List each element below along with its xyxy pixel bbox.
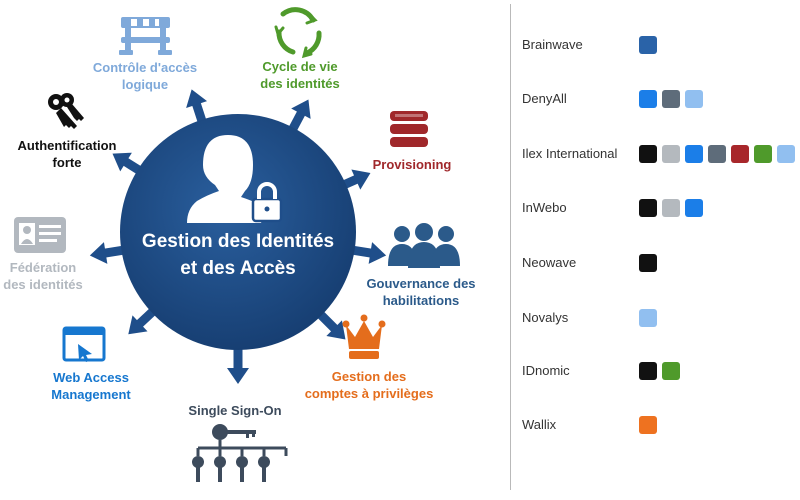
id-card-icon bbox=[14, 217, 66, 253]
browser-cursor-icon bbox=[62, 326, 106, 362]
legend-row: Novalys bbox=[522, 309, 800, 329]
label-sso-line1: Single Sign-On bbox=[188, 403, 282, 418]
label-sso: Single Sign-On bbox=[170, 402, 300, 419]
keys-icon bbox=[48, 93, 84, 129]
color-swatch bbox=[639, 36, 657, 54]
label-cycle-vie: Cycle de vie des identités bbox=[240, 58, 360, 92]
legend-swatches bbox=[639, 199, 703, 217]
crown-icon bbox=[342, 314, 386, 359]
label-privileges-line1: Gestion des bbox=[331, 369, 407, 384]
color-swatch bbox=[639, 362, 657, 380]
legend-row: Brainwave bbox=[522, 36, 800, 56]
color-swatch bbox=[639, 416, 657, 434]
label-wam-line2: Management bbox=[51, 387, 131, 402]
legend-swatches bbox=[639, 36, 657, 54]
color-swatch bbox=[708, 145, 726, 163]
label-wam-line1: Web Access bbox=[53, 370, 129, 385]
center-circle bbox=[120, 114, 356, 350]
color-swatch bbox=[639, 309, 657, 327]
legend-swatches bbox=[639, 309, 657, 327]
label-controle-acces: Contrôle d'accès logique bbox=[80, 59, 210, 93]
color-swatch bbox=[662, 145, 680, 163]
label-authentification-line2: forte bbox=[52, 155, 82, 170]
iam-diagram bbox=[14, 7, 460, 482]
legend-vendor-name: IDnomic bbox=[522, 363, 570, 378]
color-swatch bbox=[639, 145, 657, 163]
center-title: Gestion des Identités et des Accès bbox=[118, 228, 358, 282]
label-gouvernance-line1: Gouvernance des bbox=[366, 276, 476, 291]
legend-vendor-name: Wallix bbox=[522, 417, 557, 432]
color-swatch bbox=[685, 199, 703, 217]
legend-row: Ilex International bbox=[522, 145, 800, 165]
legend-vendor-name: Novalys bbox=[522, 310, 569, 325]
center-title-line2: et des Accès bbox=[180, 258, 296, 279]
legend-vendor-name: Ilex International bbox=[522, 146, 618, 161]
legend-row: DenyAll bbox=[522, 90, 800, 110]
color-swatch bbox=[639, 90, 657, 108]
keys-tree-icon bbox=[192, 424, 288, 482]
color-swatch bbox=[685, 90, 703, 108]
label-federation-line1: Fédération bbox=[9, 260, 77, 275]
label-authentification: Authentification forte bbox=[6, 137, 128, 171]
label-privileges: Gestion des comptes à privilèges bbox=[290, 368, 448, 402]
legend-row: Neowave bbox=[522, 254, 800, 274]
user-lock-icon bbox=[187, 135, 283, 223]
label-federation-line2: des identités bbox=[3, 277, 83, 292]
color-swatch bbox=[662, 362, 680, 380]
label-authentification-line1: Authentification bbox=[17, 138, 117, 153]
color-swatch bbox=[662, 90, 680, 108]
label-provisioning-line1: Provisioning bbox=[372, 157, 452, 172]
color-swatch bbox=[754, 145, 772, 163]
label-provisioning: Provisioning bbox=[362, 156, 462, 173]
legend-row: IDnomic bbox=[522, 362, 800, 382]
center-title-line1: Gestion des Identités bbox=[141, 231, 335, 252]
label-federation: Fédération des identités bbox=[0, 259, 86, 293]
barrier-icon bbox=[119, 17, 172, 55]
cycle-arrows-icon bbox=[274, 7, 322, 59]
vertical-divider bbox=[510, 4, 511, 490]
legend-swatches bbox=[639, 362, 680, 380]
color-swatch bbox=[731, 145, 749, 163]
label-controle-line2: logique bbox=[121, 77, 169, 92]
label-wam: Web Access Management bbox=[38, 369, 144, 403]
label-controle-line1: Contrôle d'accès bbox=[92, 60, 198, 75]
legend-row: Wallix bbox=[522, 416, 800, 436]
color-swatch bbox=[639, 254, 657, 272]
label-gouvernance: Gouvernance des habilitations bbox=[356, 275, 486, 309]
legend-swatches bbox=[639, 90, 703, 108]
color-swatch bbox=[639, 199, 657, 217]
legend-vendor-name: InWebo bbox=[522, 200, 567, 215]
label-privileges-line2: comptes à privilèges bbox=[304, 386, 434, 401]
legend-vendor-name: Neowave bbox=[522, 255, 577, 270]
label-cycle-line2: des identités bbox=[260, 76, 340, 91]
label-cycle-line1: Cycle de vie bbox=[262, 59, 338, 74]
color-swatch bbox=[662, 199, 680, 217]
label-gouvernance-line2: habilitations bbox=[382, 293, 460, 308]
legend-vendor-name: Brainwave bbox=[522, 37, 583, 52]
people-group-icon bbox=[388, 223, 460, 268]
color-swatch bbox=[685, 145, 703, 163]
legend-row: InWebo bbox=[522, 199, 800, 219]
legend-swatches bbox=[639, 145, 795, 163]
legend-vendor-name: DenyAll bbox=[522, 91, 567, 106]
database-icon bbox=[390, 111, 428, 147]
color-swatch bbox=[777, 145, 795, 163]
legend-swatches bbox=[639, 254, 657, 272]
legend-swatches bbox=[639, 416, 657, 434]
